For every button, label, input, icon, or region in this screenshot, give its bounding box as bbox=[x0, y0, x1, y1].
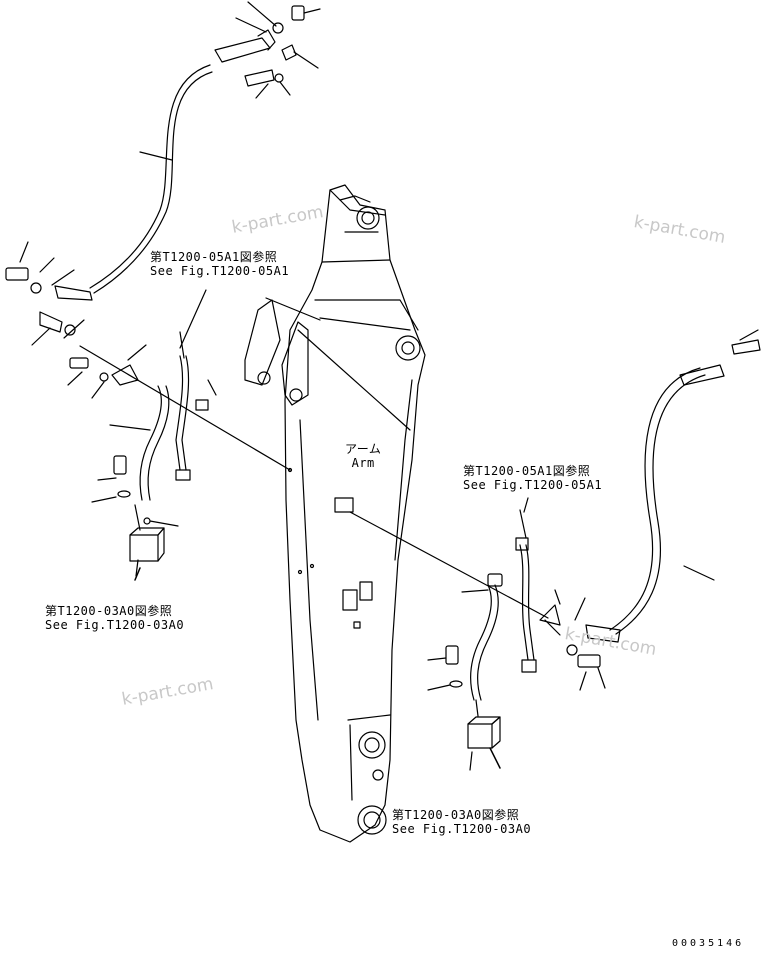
reference-label-top-left: 第T1200-05A1図参照 See Fig.T1200-05A1 bbox=[150, 250, 289, 278]
arm-label: アーム Arm bbox=[345, 442, 381, 470]
arm-label-en: Arm bbox=[351, 456, 375, 470]
reference-label-right: 第T1200-05A1図参照 See Fig.T1200-05A1 bbox=[463, 464, 602, 492]
reference-en-text: See Fig.T1200-03A0 bbox=[45, 618, 185, 632]
arm-label-jp: アーム bbox=[345, 442, 382, 456]
reference-label-bottom-left: 第T1200-03A0図参照 See Fig.T1200-03A0 bbox=[45, 604, 184, 632]
arm-body bbox=[244, 184, 426, 843]
reference-en-text: See Fig.T1200-05A1 bbox=[463, 478, 603, 492]
reference-jp-text: 第T1200-03A0図参照 bbox=[392, 808, 520, 822]
upper-left-hose bbox=[89, 1, 321, 294]
right-hose bbox=[349, 329, 761, 691]
reference-label-bottom-right: 第T1200-03A0図参照 See Fig.T1200-03A0 bbox=[392, 808, 531, 836]
reference-en-text: See Fig.T1200-05A1 bbox=[150, 264, 290, 278]
reference-en-text: See Fig.T1200-03A0 bbox=[392, 822, 532, 836]
left-fittings bbox=[5, 241, 291, 581]
reference-leaders bbox=[135, 289, 529, 771]
reference-jp-text: 第T1200-05A1図参照 bbox=[150, 250, 278, 264]
reference-jp-text: 第T1200-03A0図参照 bbox=[45, 604, 173, 618]
reference-jp-text: 第T1200-05A1図参照 bbox=[463, 464, 591, 478]
drawing-code: 00035146 bbox=[672, 938, 745, 949]
right-tube-assembly bbox=[427, 509, 537, 769]
